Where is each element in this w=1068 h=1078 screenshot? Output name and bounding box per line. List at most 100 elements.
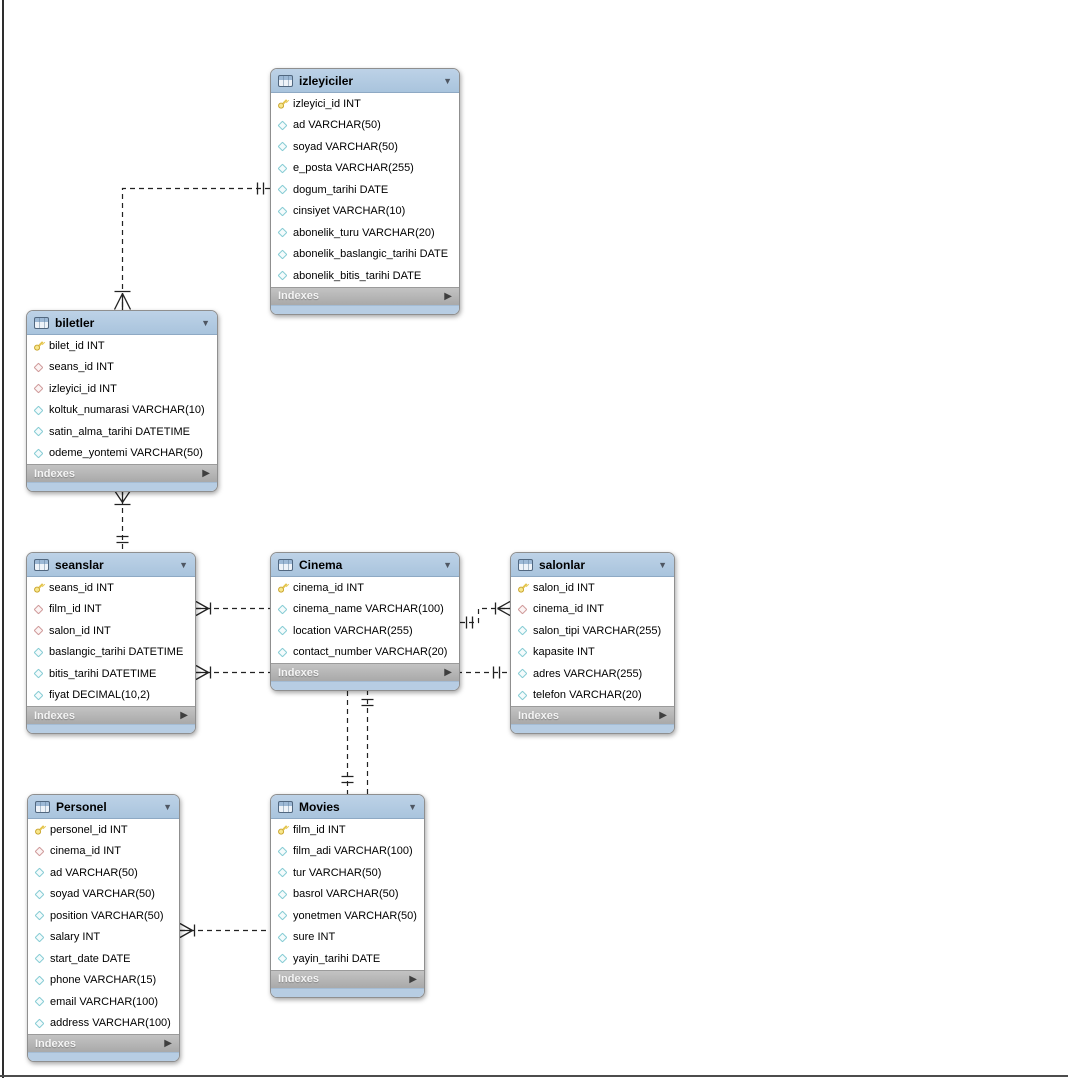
table-title: salonlar	[539, 557, 586, 572]
column-row[interactable]: soyad VARCHAR(50)	[271, 136, 459, 158]
relationship-cinema-personel[interactable]	[179, 689, 374, 939]
column-row[interactable]: cinema_id INT	[271, 577, 459, 599]
indexes-row[interactable]: Indexes ▶	[271, 663, 459, 681]
column-row[interactable]: film_id INT	[271, 819, 424, 841]
collapse-arrow-icon[interactable]: ▼	[658, 559, 667, 570]
table-biletler[interactable]: biletler ▼ bilet_id INT seans_id INT izl…	[26, 310, 218, 492]
collapse-arrow-icon[interactable]: ▼	[201, 317, 210, 328]
table-header[interactable]: salonlar ▼	[511, 553, 674, 577]
column-label: odeme_yontemi VARCHAR(50)	[49, 447, 203, 460]
column-row[interactable]: baslangic_tarihi DATETIME	[27, 642, 195, 664]
indexes-label: Indexes	[34, 467, 75, 480]
column-row[interactable]: film_id INT	[27, 599, 195, 621]
column-row[interactable]: cinema_id INT	[511, 599, 674, 621]
expand-arrow-icon[interactable]: ▶	[659, 710, 667, 721]
column-row[interactable]: adres VARCHAR(255)	[511, 663, 674, 685]
column-row[interactable]: tur VARCHAR(50)	[271, 862, 424, 884]
column-label: abonelik_bitis_tarihi DATE	[293, 269, 422, 282]
column-row[interactable]: yayin_tarihi DATE	[271, 948, 424, 970]
column-row[interactable]: cinema_id INT	[28, 841, 179, 863]
column-row[interactable]: salon_id INT	[27, 620, 195, 642]
table-movies[interactable]: Movies ▼ film_id INT film_adi VARCHAR(10…	[270, 794, 425, 998]
column-row[interactable]: ad VARCHAR(50)	[28, 862, 179, 884]
collapse-arrow-icon[interactable]: ▼	[179, 559, 188, 570]
column-row[interactable]: position VARCHAR(50)	[28, 905, 179, 927]
column-icon	[277, 184, 288, 195]
collapse-arrow-icon[interactable]: ▼	[163, 801, 172, 812]
column-row[interactable]: cinema_name VARCHAR(100)	[271, 599, 459, 621]
table-personel[interactable]: Personel ▼ personel_id INT cinema_id INT…	[27, 794, 180, 1062]
primary-key-icon	[32, 822, 48, 838]
collapse-arrow-icon[interactable]: ▼	[443, 75, 452, 86]
relationship-izleyiciler-biletler[interactable]	[113, 182, 271, 311]
indexes-label: Indexes	[278, 290, 319, 302]
column-row[interactable]: abonelik_turu VARCHAR(20)	[271, 222, 459, 244]
column-row[interactable]: bitis_tarihi DATETIME	[27, 663, 195, 685]
table-header[interactable]: biletler ▼	[27, 311, 217, 335]
column-row[interactable]: personel_id INT	[28, 819, 179, 841]
indexes-label: Indexes	[278, 973, 319, 985]
expand-arrow-icon[interactable]: ▶	[202, 468, 210, 479]
indexes-row[interactable]: Indexes ▶	[271, 969, 424, 988]
expand-arrow-icon[interactable]: ▶	[180, 710, 188, 721]
column-row[interactable]: salon_tipi VARCHAR(255)	[511, 620, 674, 642]
column-row[interactable]: abonelik_bitis_tarihi DATE	[271, 265, 459, 287]
column-row[interactable]: sure INT	[271, 927, 424, 949]
column-label: film_adi VARCHAR(100)	[293, 845, 413, 858]
column-row[interactable]: bilet_id INT	[27, 335, 217, 357]
expand-arrow-icon[interactable]: ▶	[164, 1038, 172, 1049]
table-header[interactable]: Cinema ▼	[271, 553, 459, 577]
column-row[interactable]: satin_alma_tarihi DATETIME	[27, 421, 217, 443]
column-row[interactable]: e_posta VARCHAR(255)	[271, 158, 459, 180]
column-icon	[33, 405, 44, 416]
column-row[interactable]: izleyici_id INT	[271, 93, 459, 115]
table-header[interactable]: seanslar ▼	[27, 553, 195, 577]
column-row[interactable]: ad VARCHAR(50)	[271, 115, 459, 137]
column-row[interactable]: fiyat DECIMAL(10,2)	[27, 685, 195, 707]
indexes-row[interactable]: Indexes ▶	[27, 706, 195, 724]
column-row[interactable]: soyad VARCHAR(50)	[28, 884, 179, 906]
expand-arrow-icon[interactable]: ▶	[444, 667, 452, 678]
column-row[interactable]: seans_id INT	[27, 357, 217, 379]
column-row[interactable]: contact_number VARCHAR(20)	[271, 642, 459, 664]
column-row[interactable]: salon_id INT	[511, 577, 674, 599]
column-row[interactable]: salary INT	[28, 927, 179, 949]
column-row[interactable]: dogum_tarihi DATE	[271, 179, 459, 201]
expand-arrow-icon[interactable]: ▶	[409, 973, 417, 985]
column-row[interactable]: email VARCHAR(100)	[28, 991, 179, 1013]
table-izleyiciler[interactable]: izleyiciler ▼ izleyici_id INT ad VARCHAR…	[270, 68, 460, 315]
table-cinema[interactable]: Cinema ▼ cinema_id INT cinema_name VARCH…	[270, 552, 460, 691]
indexes-row[interactable]: Indexes ▶	[27, 464, 217, 482]
collapse-arrow-icon[interactable]: ▼	[443, 559, 452, 570]
column-row[interactable]: film_adi VARCHAR(100)	[271, 841, 424, 863]
column-row[interactable]: seans_id INT	[27, 577, 195, 599]
relationship-cinema-salonlar[interactable]	[460, 600, 511, 629]
column-row[interactable]: izleyici_id INT	[27, 378, 217, 400]
indexes-row[interactable]: Indexes ▶	[511, 706, 674, 724]
column-row[interactable]: telefon VARCHAR(20)	[511, 685, 674, 707]
column-row[interactable]: address VARCHAR(100)	[28, 1013, 179, 1035]
indexes-row[interactable]: Indexes ▶	[271, 286, 459, 305]
column-row[interactable]: location VARCHAR(255)	[271, 620, 459, 642]
relationship-movies-seanslar[interactable]	[195, 600, 354, 795]
table-header[interactable]: Personel ▼	[28, 795, 179, 819]
column-row[interactable]: yonetmen VARCHAR(50)	[271, 905, 424, 927]
column-icon	[34, 1018, 45, 1029]
column-row[interactable]: koltuk_numarasi VARCHAR(10)	[27, 400, 217, 422]
table-header[interactable]: Movies ▼	[271, 795, 424, 819]
table-seanslar[interactable]: seanslar ▼ seans_id INT film_id INT salo…	[26, 552, 196, 734]
column-row[interactable]: odeme_yontemi VARCHAR(50)	[27, 443, 217, 465]
column-row[interactable]: basrol VARCHAR(50)	[271, 884, 424, 906]
column-row[interactable]: kapasite INT	[511, 642, 674, 664]
column-row[interactable]: phone VARCHAR(15)	[28, 970, 179, 992]
column-row[interactable]: start_date DATE	[28, 948, 179, 970]
indexes-row[interactable]: Indexes ▶	[28, 1034, 179, 1052]
relationship-seanslar-biletler[interactable]	[113, 490, 132, 552]
table-salonlar[interactable]: salonlar ▼ salon_id INT cinema_id INT sa…	[510, 552, 675, 734]
table-header[interactable]: izleyiciler ▼	[271, 69, 459, 93]
table-icon	[278, 558, 293, 571]
column-row[interactable]: abonelik_baslangic_tarihi DATE	[271, 244, 459, 266]
column-row[interactable]: cinsiyet VARCHAR(10)	[271, 201, 459, 223]
expand-arrow-icon[interactable]: ▶	[444, 290, 452, 302]
collapse-arrow-icon[interactable]: ▼	[408, 801, 417, 812]
